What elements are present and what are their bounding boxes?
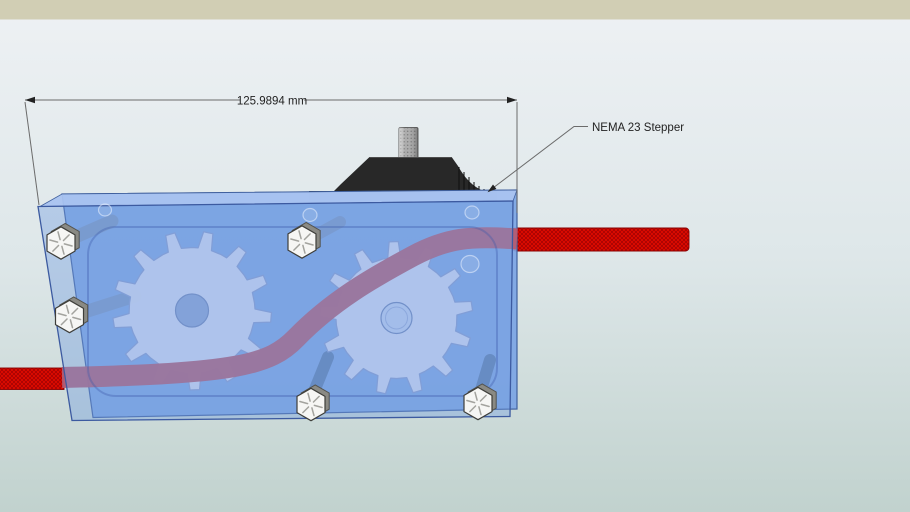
- threaded-rod-right[interactable]: [511, 227, 690, 252]
- stepper-label: NEMA 23 Stepper: [592, 122, 684, 134]
- bolt-spoke-mark: [57, 312, 67, 317]
- bolt-spoke-mark: [303, 233, 311, 241]
- dimension-annotation: 125.9894 mm: [24, 96, 518, 213]
- bolt-spoke-mark: [72, 316, 82, 321]
- bolt-spoke-mark: [304, 242, 314, 246]
- gear-hole-rim: [385, 306, 408, 330]
- bolt-head-face: [463, 386, 493, 421]
- bolt-head-face: [287, 225, 317, 259]
- bolt-holes: [97, 203, 480, 274]
- bolt-head-face: [46, 226, 76, 260]
- rod-left-segment: [0, 367, 65, 390]
- bolt-head-face: [54, 299, 85, 334]
- arrow-right-icon: [507, 96, 517, 104]
- bolt-spoke-mark: [466, 399, 476, 404]
- leader-line: [488, 126, 588, 192]
- bolt-spoke-mark: [299, 400, 309, 405]
- gear-center-hole: [174, 293, 210, 328]
- motor-shaft-shading: [399, 127, 418, 165]
- motor-body: [333, 157, 495, 196]
- bolt-spoke-mark: [307, 392, 311, 402]
- arrow-left-icon: [25, 96, 35, 104]
- hex-bolt[interactable]: [463, 383, 497, 421]
- bolt-spoke-mark: [61, 245, 65, 255]
- bolt-spoke-mark: [478, 406, 482, 416]
- bolt-spoke-mark: [293, 243, 301, 251]
- bolt-spoke-mark: [65, 304, 70, 314]
- bolt-spoke-mark: [479, 394, 487, 402]
- rod-right-segment: [511, 227, 690, 252]
- gearbox-housing[interactable]: [37, 189, 518, 422]
- bolt-spoke-mark: [63, 243, 73, 247]
- bolt-spoke-mark: [69, 319, 74, 329]
- bolt-spoke-mark: [60, 318, 68, 326]
- bolt-spoke-mark: [49, 239, 59, 243]
- bolt-spoke-mark: [52, 244, 60, 252]
- bolt-spoke-mark: [62, 234, 70, 242]
- bolt-spoke-mark: [480, 403, 490, 408]
- leader-arrow-icon: [487, 184, 497, 193]
- hex-bolt[interactable]: [296, 384, 330, 422]
- bolt-spoke-mark: [302, 406, 310, 414]
- bolt-head-face: [296, 387, 326, 422]
- bolt-spoke-mark: [290, 238, 300, 242]
- bolt-spoke-mark: [313, 404, 323, 409]
- hex-bolt[interactable]: [46, 222, 80, 260]
- bolt-spoke-mark: [302, 244, 306, 254]
- hex-bolt[interactable]: [54, 296, 89, 334]
- horizon-band: [0, 0, 910, 20]
- threaded-rod-left[interactable]: [0, 367, 65, 390]
- dimension-label: 125.9894 mm: [237, 96, 307, 108]
- drive-gear-left[interactable]: [112, 231, 273, 391]
- hex-bolt[interactable]: [287, 221, 321, 259]
- rod-internal-path: [61, 227, 518, 388]
- bolt-spoke-mark: [298, 230, 302, 240]
- bolt-spoke-mark: [311, 407, 315, 417]
- extension-line-left: [24, 101, 40, 206]
- bolt-spoke-mark: [474, 391, 478, 401]
- bolt-spoke-mark: [57, 231, 61, 241]
- bolt-spoke-mark: [312, 395, 320, 403]
- stepper-leader-annotation: NEMA 23 Stepper: [487, 122, 684, 193]
- housing-front-plate: [37, 200, 514, 422]
- bolt-spoke-mark: [469, 405, 477, 413]
- bolt-spoke-mark: [71, 307, 79, 315]
